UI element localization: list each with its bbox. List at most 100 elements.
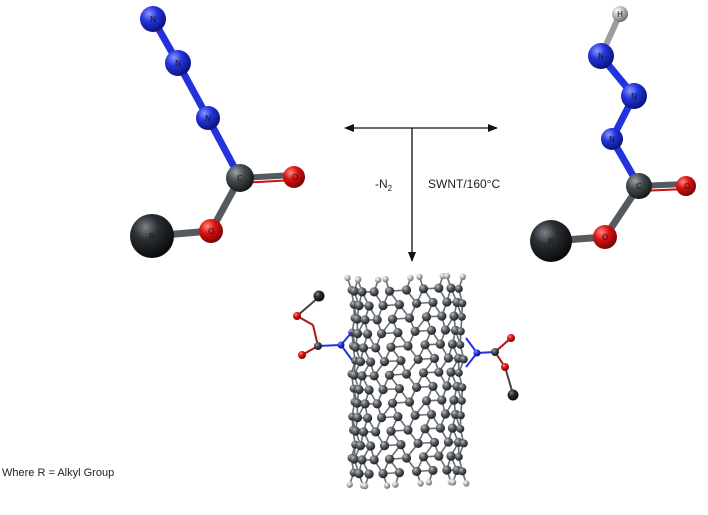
carbon-atom	[404, 313, 415, 323]
carbon-atom	[357, 371, 367, 381]
hydrogen-atom	[344, 274, 351, 282]
condition-left-subscript: 2	[388, 184, 393, 193]
carbon-atom	[491, 348, 499, 356]
carbon-atom	[352, 398, 362, 408]
carbon-atom	[384, 286, 395, 296]
atom-label-n2: N	[175, 59, 181, 68]
carbon-atom	[434, 283, 444, 293]
carbon-atom	[349, 454, 359, 464]
carbon-atom	[440, 325, 450, 335]
carbon-atom	[378, 469, 388, 479]
carbon-atom	[446, 367, 456, 377]
hydrogen-atom	[382, 275, 389, 283]
carbon-atom	[412, 298, 422, 308]
carbon-atom	[446, 283, 456, 293]
carbon-atom	[401, 369, 412, 379]
hydrogen-atom	[407, 274, 414, 282]
carbon-atom	[393, 328, 403, 338]
oxygen-atom	[293, 312, 301, 320]
carbon-atom	[355, 357, 366, 367]
oxygen-atom	[501, 363, 509, 371]
hydrogen-atom	[449, 479, 457, 486]
carbon-atom	[354, 301, 364, 311]
carbon-atom	[364, 385, 374, 395]
carbon-atom	[394, 468, 404, 478]
carbon-atom	[354, 385, 364, 395]
carbon-atom	[378, 385, 388, 395]
oxygen-atom	[507, 334, 515, 342]
hydrogen-atom	[416, 273, 423, 281]
carbon-atom	[440, 409, 450, 419]
carbon-atom	[418, 368, 429, 378]
carbon-atom	[401, 285, 412, 295]
carbon-atom	[435, 423, 445, 433]
carbon-atom	[420, 340, 430, 350]
carbon-atom	[410, 326, 420, 336]
nitrogen-atom	[337, 341, 345, 349]
carbon-atom	[442, 465, 452, 475]
nanotube-carbon-atoms	[347, 283, 468, 479]
carbon-atom	[394, 300, 404, 310]
hydrogen-atom	[612, 6, 628, 22]
hydrogen-atom	[425, 479, 433, 486]
carbon-atom	[454, 284, 463, 293]
carbon-atom	[403, 341, 413, 351]
hydrogen-atom	[443, 272, 451, 280]
carbon-atom	[437, 311, 447, 321]
carbon-atom	[394, 384, 404, 394]
carbon-atom	[426, 325, 437, 335]
carbon-atom	[371, 427, 381, 437]
carbon-atom	[378, 301, 388, 311]
atom-label-o2: O	[602, 233, 608, 242]
carbon-atom	[447, 423, 458, 433]
atom-label-n2: N	[631, 92, 637, 101]
carbon-atom	[454, 368, 463, 377]
carbon-atom	[458, 299, 467, 308]
carbon-atom	[357, 455, 367, 465]
carbon-atom	[456, 327, 465, 336]
r-group-atom	[507, 389, 519, 401]
carbon-atom	[459, 439, 468, 448]
nitrogen-atom-1	[601, 128, 623, 150]
carbon-atom	[456, 424, 465, 433]
carbon-atom	[449, 395, 459, 405]
carbon-atom	[396, 440, 406, 450]
carbon-atom	[386, 342, 396, 352]
atom-label-r: R	[149, 232, 155, 241]
carbon-atom	[363, 413, 373, 423]
right-bonds	[547, 11, 689, 245]
carbon-atom	[358, 427, 369, 437]
condition-left-text: -N	[375, 177, 388, 191]
carbon-atom	[396, 356, 406, 366]
carbon-atom	[403, 425, 413, 435]
atom-label-c: C	[636, 182, 642, 191]
carbon-atom	[360, 315, 370, 325]
r-group-atom	[130, 214, 174, 258]
hydrogen-atom	[374, 276, 382, 284]
carbon-atom	[428, 297, 438, 307]
hydrogen-atom	[361, 482, 369, 490]
carbon-atom	[437, 395, 447, 405]
carbon-atom	[456, 340, 465, 349]
footnote-r-definition: Where R = Alkyl Group	[2, 467, 114, 479]
ester-oxygen-atom	[593, 225, 617, 249]
carbon-atom	[354, 469, 364, 479]
carbon-atom	[364, 469, 374, 479]
carbon-atom	[357, 287, 367, 297]
carbon-atom	[421, 312, 432, 322]
carbon-atom	[401, 453, 412, 463]
carbon-atom	[355, 441, 366, 451]
nanotube-hydrogens	[344, 272, 470, 490]
atom-label-c: C	[237, 174, 243, 183]
carbon-atom	[442, 297, 452, 307]
carbon-atom	[421, 396, 432, 406]
hydrogen-atom	[459, 273, 467, 281]
carbon-atom	[372, 399, 382, 409]
carbon-atom	[457, 312, 466, 321]
carbon-atom	[376, 329, 387, 339]
carbon-atom	[429, 437, 440, 447]
carbon-atom	[458, 383, 467, 392]
ester-oxygen-atom	[199, 219, 223, 243]
carbon-atom	[418, 284, 429, 294]
carbon-atom	[404, 397, 415, 407]
